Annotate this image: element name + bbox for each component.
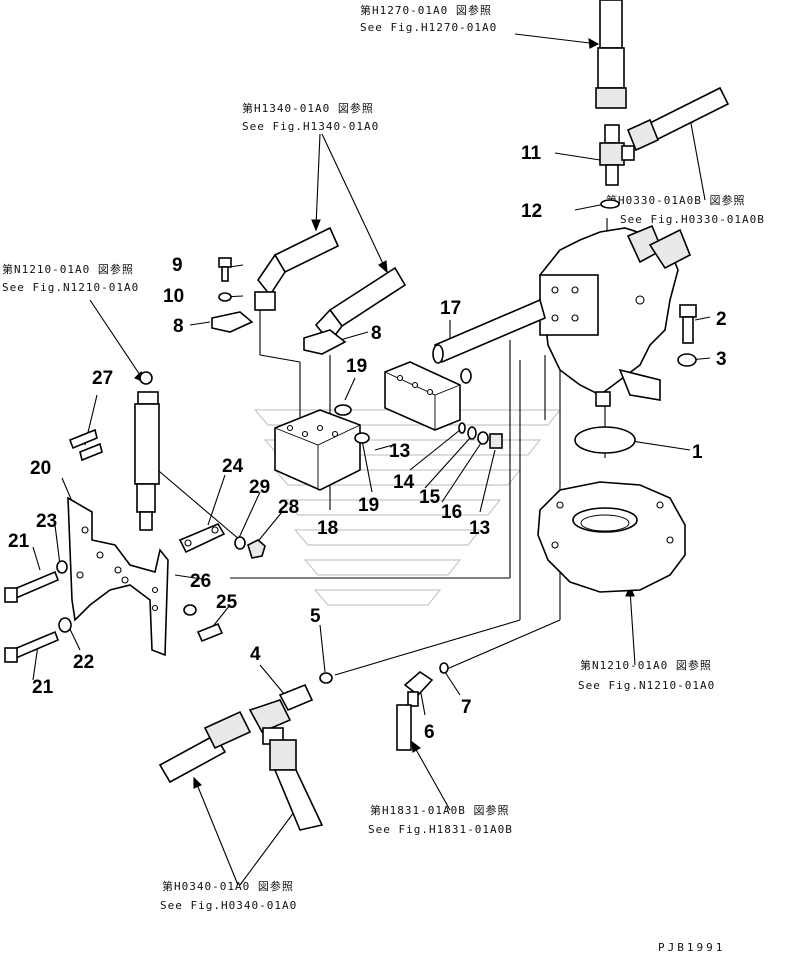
reference-en-text: See Fig.H1340-01A0 bbox=[242, 120, 379, 133]
callout-18: 18 bbox=[317, 518, 338, 539]
callout-23: 23 bbox=[36, 511, 57, 532]
callout-11: 11 bbox=[521, 143, 542, 164]
hose-lower-right bbox=[269, 739, 324, 831]
callout-27: 27 bbox=[92, 368, 113, 389]
tee-fitting-4 bbox=[248, 683, 314, 745]
callout-9: 9 bbox=[172, 255, 183, 276]
callout-8-right: 8 bbox=[371, 323, 382, 344]
washer-26 bbox=[183, 604, 197, 616]
callout-25: 25 bbox=[216, 592, 238, 613]
reference-en-text: See Fig.H0340-01A0 bbox=[160, 899, 297, 912]
o-ring-14 bbox=[458, 422, 466, 434]
callout-3: 3 bbox=[716, 349, 727, 370]
callout-7: 7 bbox=[461, 697, 472, 718]
bolt-25 bbox=[196, 622, 224, 643]
reference-n1210-left: 第N1210-01A0 図参照 See Fig.N1210-01A0 bbox=[2, 262, 139, 294]
callout-24: 24 bbox=[222, 456, 244, 477]
washer-10 bbox=[218, 292, 232, 302]
callout-16: 16 bbox=[441, 502, 462, 523]
callout-8-left: 8 bbox=[173, 316, 184, 337]
clamp-8-left bbox=[211, 311, 254, 333]
reference-jp-text: 第N1210-01A0 図参照 bbox=[580, 658, 712, 672]
seal-ring-1 bbox=[574, 426, 636, 454]
housing-lower bbox=[537, 481, 686, 593]
bolt-2 bbox=[679, 304, 697, 344]
callout-4: 4 bbox=[250, 644, 261, 665]
callout-21-upper: 21 bbox=[8, 531, 30, 552]
reference-jp-text: 第H1831-01A0B 図参照 bbox=[370, 803, 509, 817]
reference-en-text: See Fig.N1210-01A0 bbox=[2, 281, 139, 294]
o-ring-12 bbox=[600, 199, 620, 209]
reference-jp-text: 第H1340-01A0 図参照 bbox=[242, 101, 374, 115]
reference-h1340: 第H1340-01A0 図参照 See Fig.H1340-01A0 bbox=[242, 101, 379, 133]
callout-19-lower: 19 bbox=[358, 495, 379, 516]
reference-en-text: See Fig.H1831-01A0B bbox=[368, 823, 513, 836]
callout-6: 6 bbox=[424, 722, 435, 743]
o-ring-15 bbox=[467, 426, 477, 440]
callout-2: 2 bbox=[716, 309, 727, 330]
bracket-20 bbox=[67, 496, 169, 657]
cylinder-27 bbox=[134, 371, 160, 531]
bolt-9 bbox=[218, 257, 232, 282]
bolt-21-lower bbox=[4, 630, 60, 663]
reference-jp-text: 第N1210-01A0 図参照 bbox=[2, 262, 134, 276]
block-18 bbox=[274, 409, 361, 491]
reference-en-text: See Fig.H1270-01A0 bbox=[360, 21, 497, 34]
callout-1: 1 bbox=[692, 442, 703, 463]
reference-en-text: See Fig.N1210-01A0 bbox=[578, 679, 715, 692]
valve-body bbox=[539, 224, 692, 407]
washer-16 bbox=[477, 431, 489, 445]
seal-19-a bbox=[334, 404, 352, 416]
elbow-6 bbox=[396, 670, 434, 751]
washer-22 bbox=[58, 617, 72, 633]
nut-28 bbox=[247, 539, 266, 559]
elbow-fitting bbox=[599, 124, 635, 186]
hose-lower-left bbox=[158, 710, 252, 784]
o-ring-7 bbox=[439, 662, 449, 674]
reference-h1270: 第H1270-01A0 図参照 See Fig.H1270-01A0 bbox=[360, 3, 497, 34]
callout-10: 10 bbox=[163, 286, 184, 307]
bolt-21-upper bbox=[4, 570, 60, 603]
callout-21-lower: 21 bbox=[32, 677, 54, 698]
clamp-8-right bbox=[303, 329, 347, 355]
callout-17: 17 bbox=[440, 298, 461, 319]
tube-17 bbox=[432, 298, 546, 384]
pipe-upper bbox=[595, 0, 627, 109]
u-bolt bbox=[68, 428, 103, 462]
seal-19-b bbox=[354, 432, 370, 444]
callout-13-upper: 13 bbox=[389, 441, 410, 462]
reference-jp-text: 第H0340-01A0 図参照 bbox=[162, 879, 294, 893]
block-13 bbox=[384, 361, 461, 431]
callout-13-lower: 13 bbox=[469, 518, 490, 539]
reference-jp-text: 第H0330-01A0B 図参照 bbox=[606, 193, 745, 207]
link-24 bbox=[178, 522, 226, 554]
callout-20: 20 bbox=[30, 458, 51, 479]
callout-15: 15 bbox=[419, 487, 441, 508]
callout-12: 12 bbox=[521, 201, 542, 222]
leader-lines bbox=[32, 33, 711, 886]
washer-23 bbox=[56, 560, 68, 574]
reference-n1210-right: 第N1210-01A0 図参照 See Fig.N1210-01A0 bbox=[578, 658, 715, 692]
callout-26: 26 bbox=[190, 571, 211, 592]
drawing-code: PJB1991 bbox=[658, 941, 725, 954]
o-ring-5 bbox=[319, 672, 333, 684]
reference-en-text: See Fig.H0330-01A0B bbox=[620, 213, 765, 226]
pipe-left-upper bbox=[254, 226, 340, 311]
callout-22: 22 bbox=[73, 652, 94, 673]
hose-right bbox=[626, 86, 730, 152]
washer-29 bbox=[234, 536, 246, 550]
reference-h0330: 第H0330-01A0B 図参照 See Fig.H0330-01A0B bbox=[606, 193, 765, 226]
callout-28: 28 bbox=[278, 497, 299, 518]
reference-jp-text: 第H1270-01A0 図参照 bbox=[360, 3, 492, 17]
washer-3 bbox=[677, 353, 697, 367]
reference-h0340: 第H0340-01A0 図参照 See Fig.H0340-01A0 bbox=[160, 879, 297, 912]
reference-h1831: 第H1831-01A0B 図参照 See Fig.H1831-01A0B bbox=[368, 803, 513, 836]
callout-labels: 1 2 3 4 5 6 7 8 8 9 10 11 12 13 13 14 15… bbox=[8, 143, 727, 743]
callout-29: 29 bbox=[249, 477, 270, 498]
plug-13 bbox=[489, 433, 503, 449]
callout-5: 5 bbox=[310, 606, 321, 627]
callout-14: 14 bbox=[393, 472, 415, 493]
callout-19-upper: 19 bbox=[346, 356, 367, 377]
